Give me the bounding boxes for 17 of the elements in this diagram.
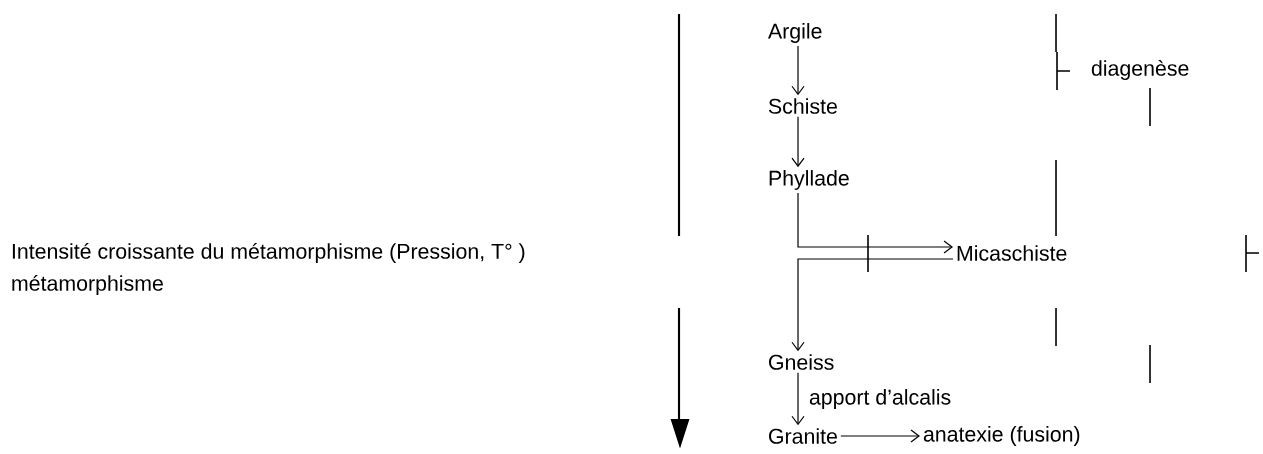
arrow: [840, 429, 920, 443]
rock-name: Gneiss: [769, 354, 834, 370]
arrow: [797, 192, 953, 254]
arrow: [791, 45, 805, 96]
rock-name: Granite: [769, 428, 837, 444]
rock-name: Micaschiste: [957, 245, 1067, 261]
rock-name: Phyllade: [769, 170, 849, 190]
rock-name: Argile: [768, 23, 822, 43]
arrow: [791, 258, 954, 352]
label-text: diagenèse: [1091, 59, 1189, 81]
label-text: métamorphisme: [12, 274, 163, 296]
arrow: [791, 372, 805, 426]
edge-label: apport d’alcalis: [809, 389, 951, 409]
label-text: Intensité croissante du métamorphisme (Pression, T° ): [12, 242, 525, 264]
rock-name: Schiste: [768, 98, 837, 114]
rock-name: anatexie (fusion): [923, 426, 1080, 446]
arrow: [791, 116, 805, 168]
